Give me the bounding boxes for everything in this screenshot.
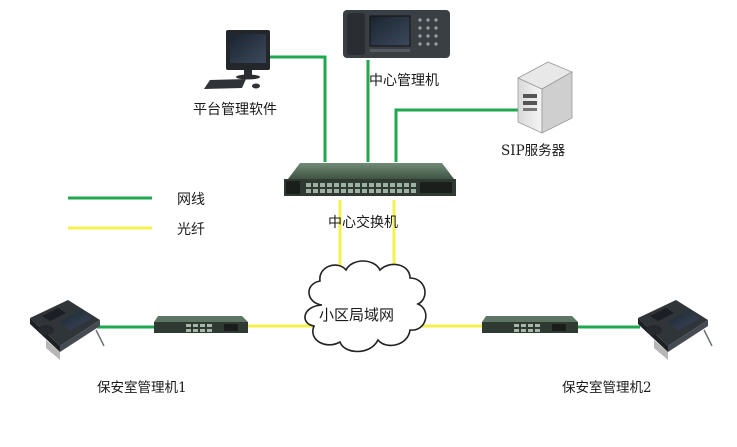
guard-manager-1-label: 保安室管理机1	[97, 380, 187, 396]
center-switch-label: 中心交换机	[328, 215, 398, 231]
desk-phone-terminal-icon-right	[638, 300, 713, 360]
desktop-computer-icon	[204, 30, 270, 89]
access-switch-right-icon	[482, 316, 578, 333]
center-manager-label: 中心管理机	[369, 73, 439, 89]
access-switch-left-icon	[154, 316, 248, 333]
network-cables	[97, 55, 640, 329]
intercom-terminal-icon	[343, 10, 450, 58]
server-tower-icon	[517, 61, 573, 134]
cable-platform-to-switch	[270, 55, 327, 162]
sip-server-label: SIP服务器	[501, 143, 566, 159]
cloud-icon	[304, 260, 427, 353]
desk-phone-terminal-icon-left	[30, 300, 105, 360]
rack-switch-icon	[284, 163, 456, 196]
legend-network-label: 网线	[177, 192, 205, 208]
legend	[68, 196, 152, 230]
cable-sip-to-switch	[394, 108, 518, 162]
guard-manager-2-label: 保安室管理机2	[562, 380, 652, 396]
legend-fiber-label: 光纤	[177, 222, 205, 238]
platform-software-label: 平台管理软件	[193, 102, 277, 118]
community-lan-label: 小区局域网	[319, 306, 395, 324]
